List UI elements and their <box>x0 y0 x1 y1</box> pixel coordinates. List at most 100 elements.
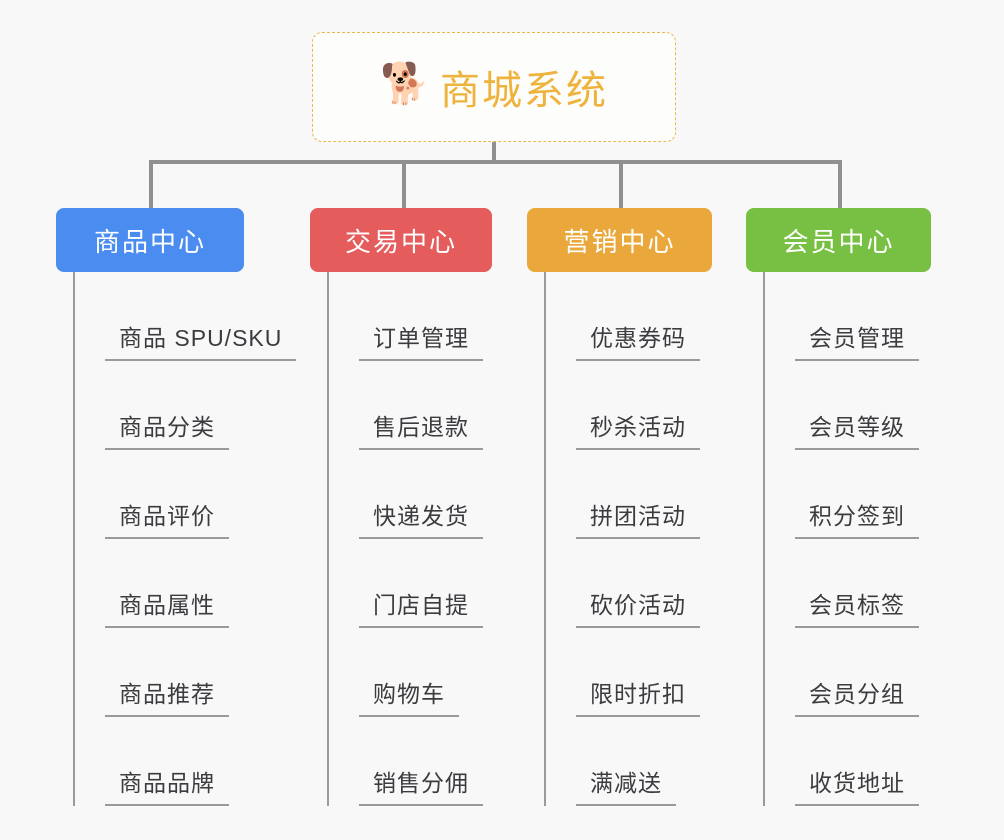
connector-horizontal-bar <box>149 160 840 164</box>
category-column-3: 会员中心会员管理会员等级积分签到会员标签会员分组收货地址 <box>746 208 931 806</box>
leaf-item[interactable]: 秒杀活动 <box>544 361 712 450</box>
leaf-item[interactable]: 限时折扣 <box>544 628 712 717</box>
category-header-0[interactable]: 商品中心 <box>56 208 244 272</box>
leaf-list-1: 订单管理售后退款快递发货门店自提购物车销售分佣 <box>327 272 492 806</box>
leaf-spine <box>544 272 546 806</box>
leaf-item-underline: 商品 SPU/SKU <box>105 319 297 361</box>
leaf-item-label: 商品属性 <box>119 592 215 618</box>
leaf-item-underline: 销售分佣 <box>359 764 483 806</box>
root-node[interactable]: 🐕 商城系统 <box>312 32 676 142</box>
leaf-item-underline: 满减送 <box>576 764 676 806</box>
leaf-item[interactable]: 会员标签 <box>763 539 931 628</box>
leaf-item-label: 购物车 <box>373 681 445 707</box>
leaf-item[interactable]: 商品推荐 <box>73 628 244 717</box>
leaf-item[interactable]: 优惠券码 <box>544 272 712 361</box>
leaf-item-label: 快递发货 <box>373 503 469 529</box>
shiba-inu-icon: 🐕 <box>380 62 430 106</box>
leaf-item-underline: 会员分组 <box>795 675 919 717</box>
leaf-item[interactable]: 满减送 <box>544 717 712 806</box>
leaf-item-underline: 拼团活动 <box>576 497 700 539</box>
leaf-item[interactable]: 拼团活动 <box>544 450 712 539</box>
leaf-item-label: 砍价活动 <box>590 592 686 618</box>
category-header-label: 营销中心 <box>563 226 676 257</box>
category-column-1: 交易中心订单管理售后退款快递发货门店自提购物车销售分佣 <box>310 208 492 806</box>
category-header-label: 商品中心 <box>93 226 206 257</box>
leaf-item[interactable]: 商品属性 <box>73 539 244 628</box>
leaf-item-label: 收货地址 <box>809 770 905 796</box>
connector-root-stem <box>492 142 496 163</box>
leaf-item-label: 商品推荐 <box>119 681 215 707</box>
leaf-item-label: 满减送 <box>590 770 662 796</box>
leaf-item[interactable]: 商品分类 <box>73 361 244 450</box>
leaf-item-label: 销售分佣 <box>373 770 469 796</box>
leaf-item[interactable]: 会员分组 <box>763 628 931 717</box>
leaf-item[interactable]: 售后退款 <box>327 361 492 450</box>
leaf-item[interactable]: 砍价活动 <box>544 539 712 628</box>
leaf-item-underline: 商品品牌 <box>105 764 229 806</box>
category-header-label: 会员中心 <box>782 226 895 257</box>
leaf-item[interactable]: 快递发货 <box>327 450 492 539</box>
connector-drop-3 <box>838 160 842 208</box>
leaf-item-underline: 会员等级 <box>795 408 919 450</box>
connector-drop-0 <box>149 160 153 208</box>
leaf-item-underline: 限时折扣 <box>576 675 700 717</box>
leaf-item-label: 会员等级 <box>809 414 905 440</box>
leaf-item-underline: 会员标签 <box>795 586 919 628</box>
leaf-item-underline: 商品分类 <box>105 408 229 450</box>
leaf-item-underline: 商品评价 <box>105 497 229 539</box>
leaf-item-label: 商品品牌 <box>119 770 215 796</box>
leaf-item-underline: 订单管理 <box>359 319 483 361</box>
leaf-item[interactable]: 商品品牌 <box>73 717 244 806</box>
connector-drop-2 <box>619 160 623 208</box>
leaf-item-underline: 快递发货 <box>359 497 483 539</box>
leaf-item-underline: 砍价活动 <box>576 586 700 628</box>
leaf-item-label: 会员管理 <box>809 325 905 351</box>
leaf-item-underline: 秒杀活动 <box>576 408 700 450</box>
leaf-item-underline: 会员管理 <box>795 319 919 361</box>
category-header-2[interactable]: 营销中心 <box>527 208 712 272</box>
leaf-list-0: 商品 SPU/SKU 商品分类商品评价商品属性商品推荐商品品牌 <box>73 272 297 806</box>
leaf-item-label: 门店自提 <box>373 592 469 618</box>
leaf-item-underline: 商品属性 <box>105 586 229 628</box>
leaf-item-label: 订单管理 <box>373 325 469 351</box>
leaf-item-label: 商品评价 <box>119 503 215 529</box>
leaf-item[interactable]: 会员等级 <box>763 361 931 450</box>
leaf-item-label: 限时折扣 <box>590 681 686 707</box>
leaf-item-underline: 购物车 <box>359 675 459 717</box>
leaf-item-label: 商品 SPU/SKU <box>119 325 283 351</box>
leaf-spine <box>73 272 75 806</box>
leaf-item[interactable]: 商品评价 <box>73 450 244 539</box>
leaf-item[interactable]: 会员管理 <box>763 272 931 361</box>
leaf-spine <box>763 272 765 806</box>
leaf-item-label: 售后退款 <box>373 414 469 440</box>
leaf-item[interactable]: 订单管理 <box>327 272 492 361</box>
category-header-label: 交易中心 <box>344 226 457 257</box>
category-header-1[interactable]: 交易中心 <box>310 208 492 272</box>
leaf-item-label: 秒杀活动 <box>590 414 686 440</box>
leaf-item-underline: 收货地址 <box>795 764 919 806</box>
leaf-item-label: 会员标签 <box>809 592 905 618</box>
leaf-item[interactable]: 收货地址 <box>763 717 931 806</box>
leaf-item-label: 积分签到 <box>809 503 905 529</box>
leaf-list-3: 会员管理会员等级积分签到会员标签会员分组收货地址 <box>763 272 931 806</box>
leaf-item-underline: 门店自提 <box>359 586 483 628</box>
category-header-3[interactable]: 会员中心 <box>746 208 931 272</box>
category-column-0: 商品中心商品 SPU/SKU 商品分类商品评价商品属性商品推荐商品品牌 <box>56 208 297 806</box>
leaf-item[interactable]: 购物车 <box>327 628 492 717</box>
leaf-item-underline: 优惠券码 <box>576 319 700 361</box>
leaf-item[interactable]: 商品 SPU/SKU <box>73 272 297 361</box>
leaf-item[interactable]: 积分签到 <box>763 450 931 539</box>
leaf-list-2: 优惠券码秒杀活动拼团活动砍价活动限时折扣满减送 <box>544 272 712 806</box>
leaf-item-label: 商品分类 <box>119 414 215 440</box>
leaf-item-label: 优惠券码 <box>590 325 686 351</box>
leaf-item[interactable]: 销售分佣 <box>327 717 492 806</box>
leaf-item-underline: 售后退款 <box>359 408 483 450</box>
leaf-item-label: 会员分组 <box>809 681 905 707</box>
leaf-spine <box>327 272 329 806</box>
connector-drop-1 <box>402 160 406 208</box>
leaf-item-underline: 商品推荐 <box>105 675 229 717</box>
root-title: 商城系统 <box>440 69 608 113</box>
leaf-item[interactable]: 门店自提 <box>327 539 492 628</box>
leaf-item-underline: 积分签到 <box>795 497 919 539</box>
